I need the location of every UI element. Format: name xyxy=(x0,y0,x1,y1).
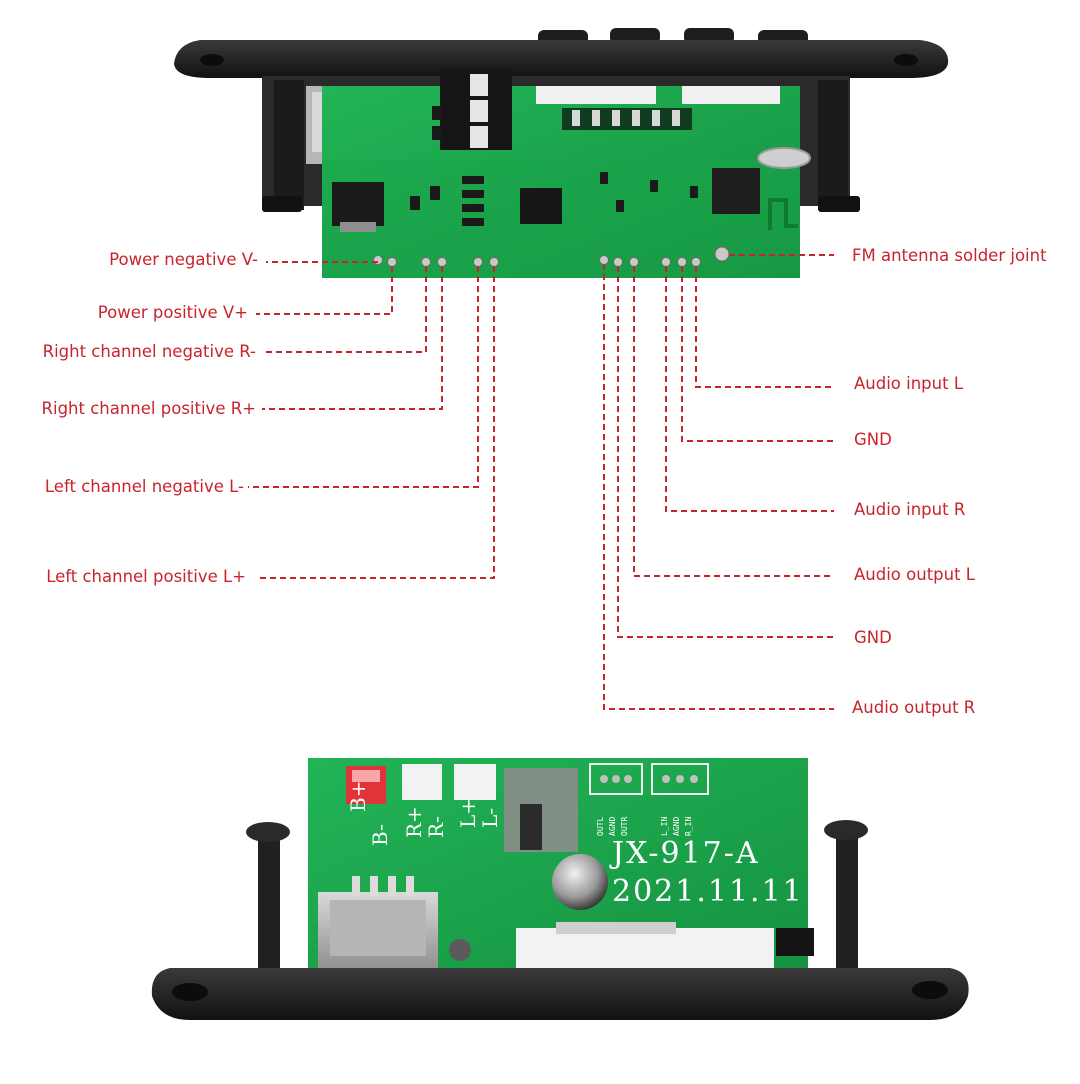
label-gnd-1: GND xyxy=(854,430,892,449)
label-power-positive: Power positive V+ xyxy=(97,303,248,322)
label-right-channel-negative: Right channel negative R- xyxy=(42,342,256,361)
label-gnd-2: GND xyxy=(854,628,892,647)
label-fm-antenna: FM antenna solder joint xyxy=(852,246,1047,265)
label-left-channel-positive: Left channel positive L+ xyxy=(46,567,246,586)
leader-right-channel-positive xyxy=(262,266,443,410)
silk-l-plus: L+ xyxy=(456,797,480,828)
top-bezel xyxy=(174,40,949,78)
silk-pin-l-in: L_IN xyxy=(660,816,669,836)
label-right-channel-positive: Right channel positive R+ xyxy=(41,399,256,418)
leader-lines xyxy=(248,254,834,710)
bottom-bezel xyxy=(151,968,969,1020)
silk-model: JX-917-A xyxy=(612,836,760,871)
silk-pin-outr: OUTR xyxy=(620,816,629,836)
leader-gnd-2 xyxy=(617,266,834,638)
leader-right-channel-negative xyxy=(262,266,427,353)
silk-b-plus: B+ xyxy=(346,780,370,812)
leader-power-positive xyxy=(256,266,393,315)
leader-gnd-1 xyxy=(681,266,834,442)
silk-r-minus: R- xyxy=(424,816,448,838)
silk-pin-agnd: AGND xyxy=(608,816,617,836)
silk-pin-agnd-2: AGND xyxy=(672,816,681,836)
top-board-view xyxy=(174,28,949,278)
label-audio-output-l: Audio output L xyxy=(854,565,976,584)
top-solder-pads xyxy=(373,246,730,267)
silk-pin-r-in: R_IN xyxy=(684,816,693,836)
leader-audio-output-r xyxy=(603,264,834,710)
leader-audio-input-l xyxy=(695,266,834,388)
leader-left-channel-positive xyxy=(256,266,495,579)
leader-audio-input-r xyxy=(665,266,834,512)
leader-audio-output-l xyxy=(633,266,834,577)
leader-left-channel-negative xyxy=(248,266,479,488)
silk-r-plus: R+ xyxy=(402,806,426,838)
silk-b-minus: B- xyxy=(368,824,392,846)
label-audio-input-l: Audio input L xyxy=(854,374,964,393)
bottom-board-view xyxy=(151,758,969,1020)
silk-pin-outl: OUTL xyxy=(596,816,605,836)
silk-date: 2021.11.11 xyxy=(612,874,804,909)
silk-l-minus: L- xyxy=(478,807,502,828)
label-power-negative: Power negative V- xyxy=(109,250,258,269)
label-audio-output-r: Audio output R xyxy=(852,698,976,717)
label-left-channel-negative: Left channel negative L- xyxy=(44,477,244,496)
label-audio-input-r: Audio input R xyxy=(854,500,966,519)
